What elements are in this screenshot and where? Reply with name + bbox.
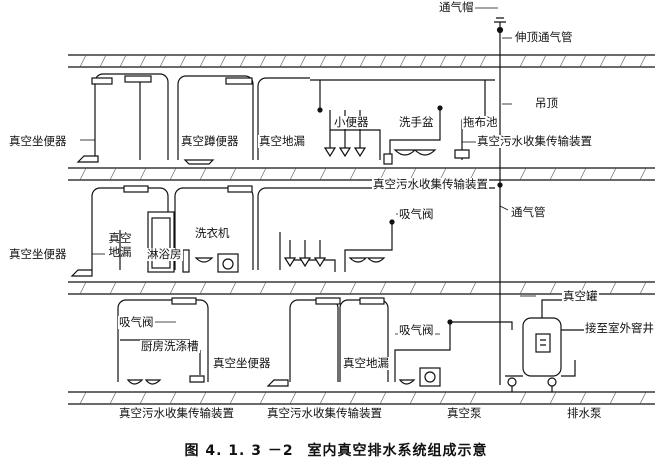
vacuum-toilet-label-2: 真空坐便器 <box>8 247 68 261</box>
floor-drain-label-2b: 地漏 <box>108 245 132 259</box>
vent-stack <box>494 17 506 385</box>
collector-label-3: 真空污水收集传输装置 <box>118 406 235 420</box>
slab-hatching <box>79 54 647 405</box>
floor-drain-label-3: 真空地漏 <box>342 356 390 370</box>
air-valve-label-3: 吸气阀 <box>398 323 435 337</box>
leader-lines <box>80 7 612 335</box>
mop-sink-label: 拖布池 <box>462 115 499 129</box>
vacuum-toilet-label-1: 真空坐便器 <box>8 134 68 148</box>
ceiling-label: 吊顶 <box>534 96 559 110</box>
drain-pump-label: 排水泵 <box>566 406 603 420</box>
washing-machine-label: 洗衣机 <box>194 226 231 240</box>
floor2-pipes <box>70 185 495 277</box>
figure-title: 室内真空排水系统组成示意 <box>307 443 488 459</box>
urinal-label: 小便器 <box>333 115 370 129</box>
squat-toilet-label: 真空蹲便器 <box>180 134 240 148</box>
collector-label-1: 真空污水收集传输装置 <box>476 134 593 148</box>
to-outdoor-label: 接至室外窨井 <box>584 321 655 335</box>
figure-number: 图 4. 1. 3 －2 <box>184 443 294 459</box>
vent-cap-label: 通气帽 <box>438 0 475 14</box>
stack-vent-label: 伸顶通气管 <box>514 30 574 44</box>
vacuum-pump-label: 真空泵 <box>446 406 483 420</box>
floor1-pipes <box>117 297 513 387</box>
collector-label-4: 真空污水收集传输装置 <box>266 406 383 420</box>
vent-pipe-label: 通气管 <box>510 205 547 219</box>
figure-caption: 图 4. 1. 3 －2 室内真空排水系统组成示意 <box>0 440 672 460</box>
air-valve-label-1: 吸气阀 <box>398 207 435 221</box>
shower-label: 淋浴房 <box>146 247 183 261</box>
vacuum-drainage-diagram <box>68 7 655 405</box>
floor-drain-label-1: 真空地漏 <box>258 134 306 148</box>
floor-drain-label-2a: 真空 <box>108 231 132 245</box>
air-valve-label-2: 吸气阀 <box>118 315 155 329</box>
collector-label-2: 真空污水收集传输装置 <box>372 177 489 191</box>
vacuum-toilet-label-3: 真空坐便器 <box>212 356 272 370</box>
floor-slabs <box>68 54 655 405</box>
floor3-pipes <box>76 73 495 165</box>
vacuum-tank-label: 真空罐 <box>562 289 599 303</box>
vacuum-tank <box>505 299 605 392</box>
kitchen-sink-label: 厨房洗涤槽 <box>140 339 200 353</box>
washbasin-label: 洗手盆 <box>398 115 435 129</box>
